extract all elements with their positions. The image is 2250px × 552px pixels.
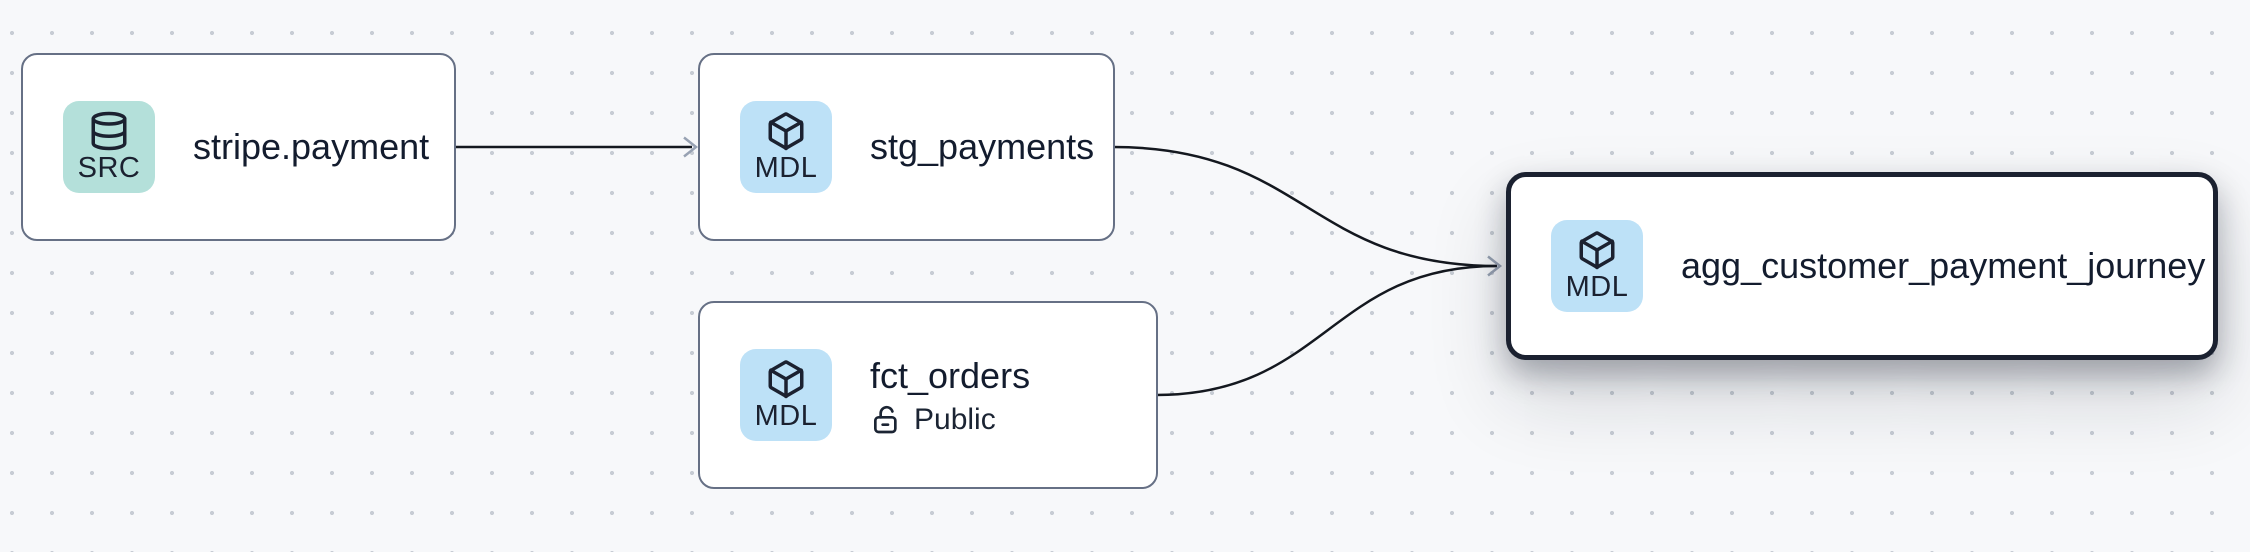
resource-type-badge-model: MDL [740,101,832,193]
node-title: agg_customer_payment_journey [1681,245,2206,287]
arrowhead-icon [1487,255,1503,277]
lineage-node-stg-payments[interactable]: MDL stg_payments [698,53,1115,241]
resource-type-badge-model: MDL [740,349,832,441]
edge-stg-payments-to-agg[interactable] [1112,145,1498,268]
node-title: fct_orders [870,354,1031,396]
cube-icon [765,358,807,400]
cube-icon [765,110,807,152]
node-title: stg_payments [870,126,1095,168]
node-title: stripe.payment [193,126,430,168]
badge-label: MDL [1565,270,1629,303]
database-icon [88,110,130,152]
resource-type-badge-source: SRC [63,101,155,193]
lineage-node-agg-customer-payment-journey[interactable]: MDL agg_customer_payment_journey [1506,172,2218,360]
lock-open-icon [870,404,902,436]
lineage-node-fct-orders[interactable]: MDL fct_orders Public [698,301,1158,489]
arrowhead-icon [683,136,699,158]
badge-label: MDL [754,151,818,184]
badge-label: SRC [77,151,141,184]
access-level-label: Public [914,403,996,437]
badge-label: MDL [754,399,818,432]
cube-icon [1576,229,1618,271]
lineage-node-stripe-payment[interactable]: SRC stripe.payment [21,53,456,241]
edge-fct-orders-to-agg[interactable] [1155,264,1498,397]
resource-type-badge-model: MDL [1551,220,1643,312]
access-level-row: Public [870,403,1030,436]
